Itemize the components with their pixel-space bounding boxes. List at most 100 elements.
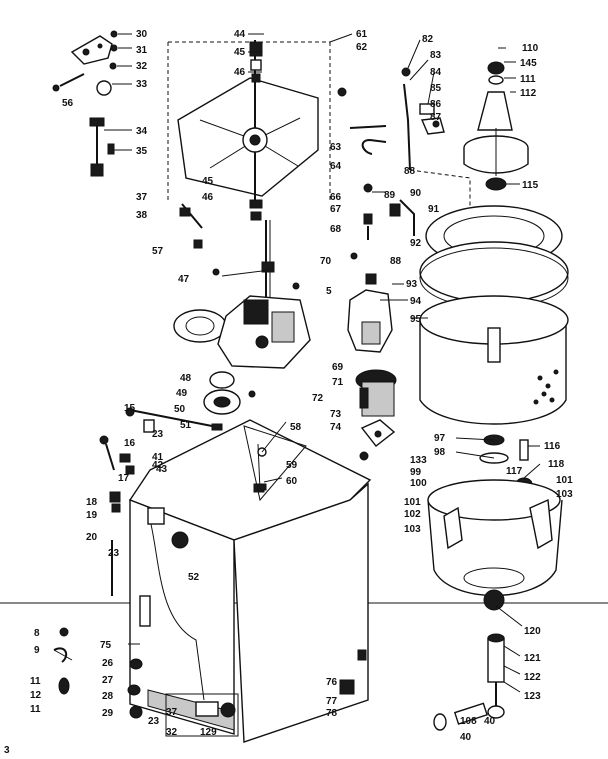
callout-85: 85 <box>430 83 442 94</box>
callout-44: 44 <box>234 29 246 40</box>
callout-11b: 11 <box>30 704 41 715</box>
callout-67: 67 <box>330 204 342 215</box>
leader-lines <box>53 33 541 693</box>
callout-93: 93 <box>406 279 418 290</box>
callout-16: 16 <box>124 438 136 449</box>
callout-51: 51 <box>180 420 192 431</box>
callout-83: 83 <box>430 50 442 61</box>
callout-32: 32 <box>136 61 148 72</box>
callout-94: 94 <box>410 296 422 307</box>
callout-118: 118 <box>548 459 565 470</box>
callout-103a: 103 <box>556 489 573 500</box>
callout-43: 43 <box>156 464 168 475</box>
callout-34: 34 <box>136 126 148 137</box>
callout-108: 108 <box>460 716 477 727</box>
callout-46: 46 <box>234 67 246 78</box>
callout-122: 122 <box>524 672 541 683</box>
lid-hinge-parts <box>179 203 203 249</box>
callout-23b: 23 <box>108 548 120 559</box>
callout-68: 68 <box>330 224 342 235</box>
callout-26: 26 <box>102 658 114 669</box>
agitator <box>463 61 529 191</box>
callout-73: 73 <box>330 409 342 420</box>
callout-48: 48 <box>180 373 192 384</box>
callout-29: 29 <box>102 708 114 719</box>
callout-32b: 32 <box>166 727 178 738</box>
callout-99: 99 <box>410 467 422 478</box>
callout-45: 45 <box>234 47 246 58</box>
callout-88b: 88 <box>390 256 402 267</box>
callout-12: 12 <box>30 690 42 701</box>
lid-switch-bracket <box>52 30 118 177</box>
callout-38: 38 <box>136 210 148 221</box>
callout-62: 62 <box>356 42 368 53</box>
callout-89: 89 <box>384 190 396 201</box>
callout-103b: 103 <box>404 524 421 535</box>
callout-74: 74 <box>330 422 342 433</box>
callout-45b: 45 <box>202 176 214 187</box>
callout-121: 121 <box>524 653 541 664</box>
callout-labels: 30 31 32 33 56 34 35 44 45 46 61 62 82 8… <box>4 29 573 756</box>
callout-47: 47 <box>178 274 190 285</box>
callout-40a: 40 <box>484 716 496 727</box>
callout-37: 37 <box>136 192 148 203</box>
callout-50: 50 <box>174 404 186 415</box>
callout-61: 61 <box>356 29 368 40</box>
callout-28: 28 <box>102 691 114 702</box>
callout-71: 71 <box>332 377 344 388</box>
callout-90: 90 <box>410 188 422 199</box>
callout-91: 91 <box>428 204 440 215</box>
callout-52: 52 <box>188 572 200 583</box>
callout-23c: 23 <box>148 716 160 727</box>
pump-motor-column <box>347 125 397 461</box>
callout-60: 60 <box>286 476 298 487</box>
callout-27: 27 <box>102 675 114 686</box>
callout-77: 77 <box>326 696 338 707</box>
callout-9: 9 <box>34 645 40 656</box>
callout-31: 31 <box>136 45 148 56</box>
callout-49: 49 <box>176 388 188 399</box>
fasteners <box>248 282 300 491</box>
lower-left-parts <box>53 407 239 737</box>
callout-123: 123 <box>524 691 541 702</box>
callout-98: 98 <box>434 447 446 458</box>
callout-11a: 11 <box>30 676 41 687</box>
callout-58: 58 <box>290 422 302 433</box>
callout-23a: 23 <box>152 429 164 440</box>
callout-35: 35 <box>136 146 148 157</box>
callout-110: 110 <box>522 43 539 54</box>
callout-42: 42 <box>152 460 164 471</box>
callout-8: 8 <box>34 628 40 639</box>
callout-88a: 88 <box>404 166 416 177</box>
callout-70: 70 <box>320 256 332 267</box>
outer-tub <box>427 434 563 731</box>
callout-120: 120 <box>524 626 541 637</box>
callout-111: 111 <box>520 74 536 85</box>
callout-78: 78 <box>326 708 338 719</box>
callout-5: 5 <box>326 286 332 297</box>
cabinet-frame <box>128 419 372 743</box>
callout-46b: 46 <box>202 192 214 203</box>
mounting-plate-assembly <box>167 40 347 221</box>
callout-100: 100 <box>410 478 427 489</box>
callout-145: 145 <box>520 58 537 69</box>
callout-19: 19 <box>86 510 98 521</box>
callout-30: 30 <box>136 29 148 40</box>
callout-40b: 40 <box>460 732 472 743</box>
callout-69: 69 <box>332 362 344 373</box>
fill-hose-parts <box>389 67 471 236</box>
callout-59: 59 <box>286 460 298 471</box>
callout-117: 117 <box>506 466 523 477</box>
callout-33: 33 <box>136 79 148 90</box>
callout-76: 76 <box>326 677 338 688</box>
callout-20: 20 <box>86 532 98 543</box>
callout-101b: 101 <box>556 475 573 486</box>
callout-129: 129 <box>200 727 217 738</box>
callout-97: 97 <box>434 433 446 444</box>
callout-37b: 37 <box>166 707 178 718</box>
callout-15: 15 <box>124 403 136 414</box>
callout-86: 86 <box>430 99 442 110</box>
callout-3: 3 <box>4 745 10 756</box>
